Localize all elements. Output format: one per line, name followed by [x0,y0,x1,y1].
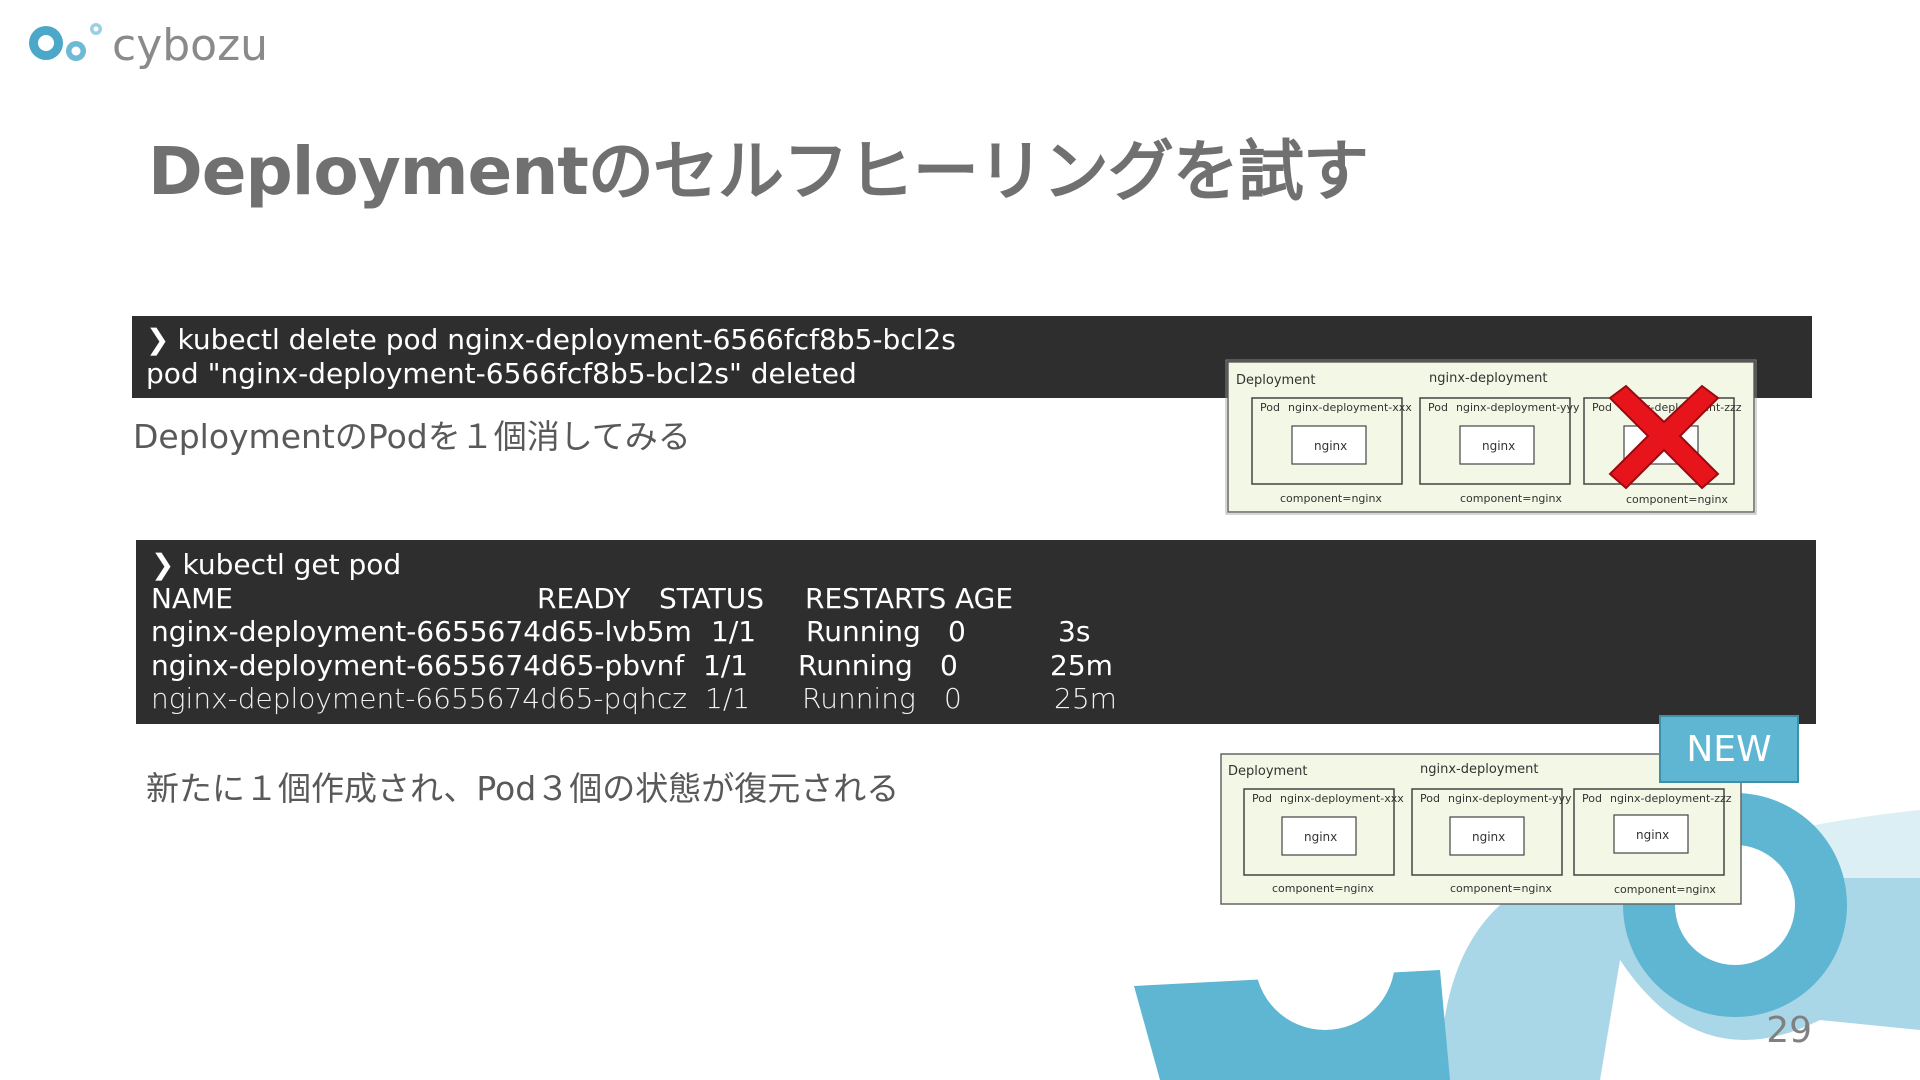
terminal-get-pod: ❯kubectl get pod NAME READY STATUS RESTA… [136,540,1816,724]
deployment-name: nginx-deployment [1429,371,1548,386]
status-cell: Running [806,615,921,648]
pod-box: Pod nginx-deployment-yyy nginx component… [1419,397,1580,505]
header-status: STATUS [659,581,765,615]
pod-selector-label: component=nginx [1460,492,1562,505]
restarts-cell: 0 [948,615,966,648]
logo-text: cybozu [112,20,269,71]
cybozu-logo: cybozu [28,20,268,72]
deployment-label: Deployment [1228,764,1308,779]
pod-selector-label: component=nginx [1280,492,1382,505]
output-text: pod "nginx-deployment-6566fcf8b5-bcl2s" … [146,357,857,390]
restarts-cell: 0 [940,648,958,682]
restarts-cell: 0 [944,682,962,715]
header-age: AGE [955,581,1014,615]
chevron-right-icon: ❯ [151,548,175,581]
caption-delete: DeploymentのPodを１個消してみる [133,417,691,456]
ready-cell: 1/1 [711,615,757,648]
container-label: nginx [1636,828,1669,842]
table-row: nginx-deployment-6655674d65-pbvnf 1/1 Ru… [151,649,1801,683]
pod-box-new: Pod nginx-deployment-zzz nginx component… [1573,788,1732,896]
ready-cell: 1/1 [705,682,751,715]
pod-label: Pod [1582,792,1602,805]
header-restarts: RESTARTS [805,581,947,615]
pod-box: Pod nginx-deployment-yyy nginx component… [1411,788,1572,895]
caption-restored: 新たに１個作成され、Pod３個の状態が復元される [146,769,900,808]
table-row: nginx-deployment-6655674d65-lvb5m 1/1 Ru… [151,615,1801,649]
status-cell: Running [798,648,913,682]
pod-name: nginx-deployment-zzz [1610,792,1732,805]
deployment-label: Deployment [1236,373,1316,388]
command-text: kubectl delete pod nginx-deployment-6566… [177,323,956,356]
deployment-diagram-after: Deployment nginx-deployment Pod nginx-de… [1220,753,1742,905]
header-ready: READY [537,581,631,615]
terminal-command-line: ❯kubectl get pod [151,548,1801,582]
pod-label: Pod [1592,401,1612,414]
pod-selector-label: component=nginx [1614,883,1716,896]
age-cell: 3s [1058,615,1091,648]
container-label: nginx [1472,830,1505,844]
chevron-right-icon: ❯ [146,323,170,356]
pod-selector-label: component=nginx [1450,882,1552,895]
command-text: kubectl get pod [182,548,402,581]
table-row: nginx-deployment-6655674d65-pqhcz 1/1 Ru… [151,682,1801,716]
pod-label: Pod [1420,792,1440,805]
pod-name: nginx-deployment-xxx [1288,401,1412,414]
container-label: nginx [1314,439,1347,453]
pod-box: Pod nginx-deployment-xxx nginx component… [1243,788,1404,895]
deployment-diagram-before: Deployment nginx-deployment Pod nginx-de… [1225,359,1757,515]
cybozu-logo-icon [29,23,102,61]
pod-selector-label: component=nginx [1272,882,1374,895]
page-title: Deploymentのセルフヒーリングを試す [148,133,1369,210]
terminal-command-line: ❯kubectl delete pod nginx-deployment-656… [146,323,1798,357]
pod-name-cell: nginx-deployment-6655674d65-pqhcz [151,682,687,715]
table-header: NAME READY STATUS RESTARTS AGE [151,582,1801,616]
age-cell: 25m [1050,648,1113,682]
terminal-output-line: pod "nginx-deployment-6566fcf8b5-bcl2s" … [146,357,1798,391]
pod-label: Pod [1428,401,1448,414]
pod-name: nginx-deployment-yyy [1456,401,1580,414]
pod-name-cell: nginx-deployment-6655674d65-lvb5m [151,615,692,648]
pod-name: nginx-deployment-yyy [1448,792,1572,805]
new-badge: NEW [1659,715,1799,783]
container-label: nginx [1482,439,1515,453]
page-number: 29 [1766,1010,1812,1051]
ready-cell: 1/1 [703,648,749,682]
deployment-name: nginx-deployment [1420,762,1539,777]
pod-box: Pod nginx-deployment-xxx nginx component… [1251,397,1412,505]
pod-name: nginx-deployment-xxx [1280,792,1404,805]
container-label: nginx [1304,830,1337,844]
status-cell: Running [802,682,916,715]
pod-selector-label: component=nginx [1626,493,1728,506]
red-x-icon [1608,384,1720,490]
pod-label: Pod [1252,792,1272,805]
pod-label: Pod [1260,401,1280,414]
pod-name-cell: nginx-deployment-6655674d65-pbvnf [151,648,685,682]
age-cell: 25m [1054,682,1117,715]
header-name: NAME [151,581,233,615]
